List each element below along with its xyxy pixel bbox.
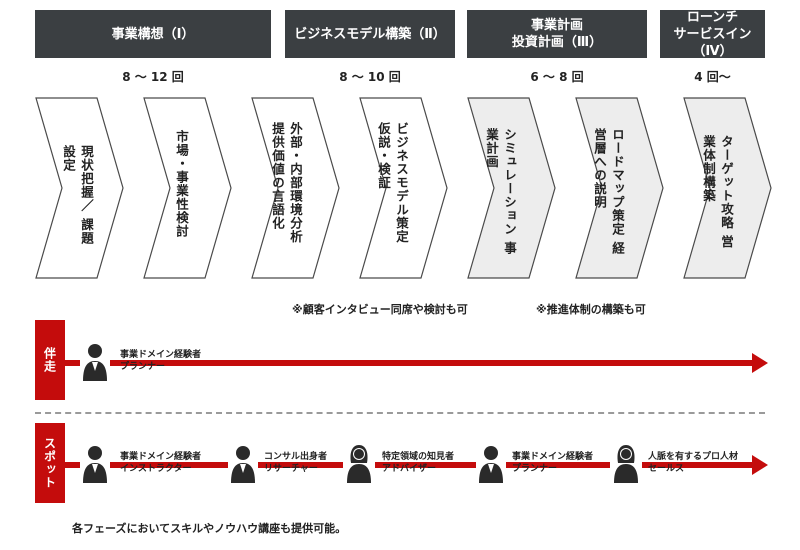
phase-header-1: 事業構想（Ⅰ） — [35, 10, 271, 58]
spot-label: スポット — [35, 423, 65, 503]
step-line: ビジネスモデル策定 — [394, 122, 409, 244]
phase-header-4: ローンチ サービスイン（Ⅳ） — [660, 9, 765, 59]
woman-icon — [343, 443, 375, 483]
phase-sessions-2: 8 〜 10 回 — [339, 70, 401, 84]
person-role: 人脈を有するプロ人材 セールス — [648, 451, 738, 475]
note-interview: ※顧客インタビュー同席や検討も可 — [292, 303, 468, 316]
step-line: シミュレーション — [502, 128, 517, 236]
phase-title: 事業計画 — [530, 18, 583, 33]
step-line: 市場・事業性検討 — [174, 130, 189, 238]
man-icon — [476, 443, 506, 483]
spot-arrow-line — [65, 462, 753, 468]
person-role: 事業ドメイン経験者 プランナー — [512, 451, 593, 475]
step-chevron-1 — [35, 97, 124, 279]
person-role: 事業ドメイン経験者 プランナー — [120, 349, 201, 373]
role-title: 事業ドメイン経験者 — [512, 452, 594, 462]
step-chevron-2 — [143, 97, 232, 279]
step-chevron-5 — [467, 97, 556, 279]
step-line: ロードマップ策定 — [610, 128, 625, 236]
phase-header-3: 事業計画 投資計画（Ⅲ） — [467, 10, 647, 58]
step-chevron-6 — [575, 97, 664, 279]
phase-title: ビジネスモデル構築（Ⅱ） — [294, 26, 446, 42]
person-role: 特定領域の知見者 アドバイザー — [382, 451, 454, 475]
step-chevron-4 — [359, 97, 448, 279]
note-structure: ※推進体制の構築も可 — [536, 303, 646, 316]
step-line: 現状把握／ — [79, 145, 94, 213]
person-role: コンサル出身者 リサーチャー — [264, 451, 327, 475]
step-chevron-3 — [251, 97, 340, 279]
phase-title: 投資計画（Ⅲ） — [511, 35, 603, 50]
accompany-label: 伴走 — [35, 320, 65, 400]
step-line: 外部・内部環境分析 — [288, 122, 303, 244]
role-name: リサーチャー — [264, 464, 318, 474]
step-label-3: 外部・内部環境分析 提供価値の言語化 — [262, 122, 304, 262]
role-title: 人脈を有するプロ人材 — [648, 452, 739, 462]
chevron-shape — [683, 97, 772, 279]
accompany-arrow-line — [65, 360, 753, 366]
phase-header-2: ビジネスモデル構築（Ⅱ） — [285, 10, 455, 58]
man-icon — [228, 443, 258, 483]
phase-sessions-4: 4 回〜 — [694, 70, 731, 84]
role-name: プランナー — [120, 362, 166, 372]
step-line: 事業計画 — [484, 128, 517, 255]
man-icon — [80, 443, 110, 483]
phase-title: ローンチ — [686, 9, 739, 25]
step-label-1: 現状把握／ 課題設定 — [45, 145, 95, 245]
step-line: ターゲット攻略 — [719, 135, 734, 230]
role-name: インストラクター — [120, 464, 192, 474]
chevron-shape — [467, 97, 556, 279]
step-line: 営業体制構築 — [701, 135, 734, 249]
man-icon — [80, 341, 110, 381]
step-line: 経営層への説明 — [592, 128, 625, 255]
chevron-shape — [251, 97, 340, 279]
chevron-shape — [143, 97, 232, 279]
step-label-2: 市場・事業性検討 — [160, 130, 190, 250]
step-chevron-7 — [683, 97, 772, 279]
step-line: 仮説・検証 — [376, 122, 391, 190]
footer-note: 各フェーズにおいてスキルやノウハウ講座も提供可能。 — [72, 522, 347, 535]
role-title: 事業ドメイン経験者 — [120, 452, 202, 462]
chevron-shape — [35, 97, 124, 279]
role-name: プランナー — [512, 464, 558, 474]
phase-title: サービスイン（Ⅳ） — [673, 26, 752, 59]
role-name: アドバイザー — [382, 464, 437, 474]
section-divider — [35, 412, 765, 414]
woman-icon — [610, 443, 642, 483]
phase-sessions-3: 6 〜 8 回 — [530, 70, 584, 84]
step-line: 課題設定 — [61, 145, 94, 245]
phase-sessions-1: 8 〜 12 回 — [122, 70, 184, 84]
spot-arrow-head — [752, 455, 768, 475]
role-title: 特定領域の知見者 — [382, 452, 455, 462]
role-name: セールス — [648, 464, 685, 474]
chevron-shape — [575, 97, 664, 279]
chevron-shape — [359, 97, 448, 279]
accompany-arrow-head — [752, 353, 768, 373]
role-title: 事業ドメイン経験者 — [120, 350, 202, 360]
step-line: 提供価値の言語化 — [270, 122, 285, 230]
step-label-6: ロードマップ策定 経営層への説明 — [584, 128, 626, 258]
role-title: コンサル出身者 — [264, 452, 328, 462]
step-label-7: ターゲット攻略 営業体制構築 — [693, 135, 735, 255]
phase-title: 事業構想（Ⅰ） — [111, 26, 195, 42]
person-role: 事業ドメイン経験者 インストラクター — [120, 451, 201, 475]
step-label-4: ビジネスモデル策定 仮説・検証 — [368, 122, 410, 262]
step-label-5: シミュレーション 事業計画 — [476, 128, 518, 258]
